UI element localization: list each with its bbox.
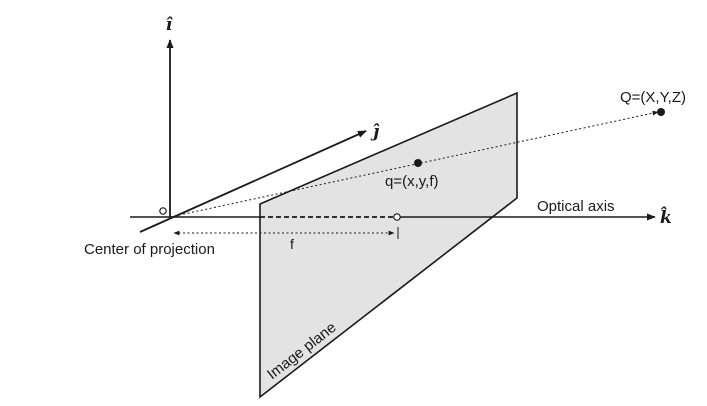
point-Q-label: Q=(X,Y,Z) xyxy=(620,89,686,106)
world-point-Q xyxy=(657,108,665,116)
j-axis-label: ĵ xyxy=(370,122,380,142)
image-point-q xyxy=(414,159,422,167)
j-axis-line xyxy=(139,130,367,233)
i-axis-label: î xyxy=(166,15,174,35)
center-of-projection-label: Center of projection xyxy=(84,241,215,258)
projection-ray xyxy=(169,110,659,218)
focal-length-label: f xyxy=(290,236,294,252)
image-plane xyxy=(259,91,518,399)
principal-point-marker xyxy=(393,213,401,221)
k-axis-label: k̂ xyxy=(660,207,672,228)
center-of-projection-marker xyxy=(159,207,167,215)
optical-axis-label: Optical axis xyxy=(537,198,615,215)
point-q-label: q=(x,y,f) xyxy=(385,173,438,190)
